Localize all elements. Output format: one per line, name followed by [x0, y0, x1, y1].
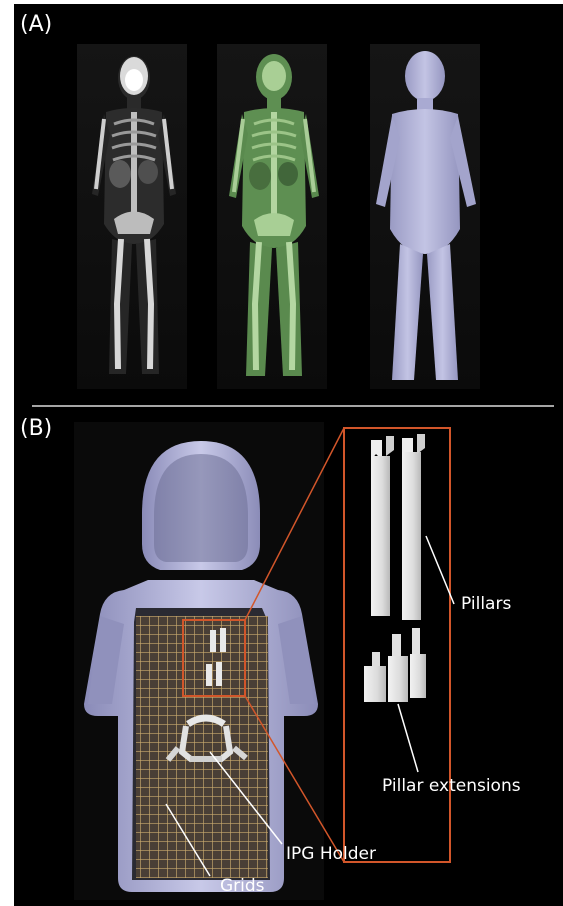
- panel-a-label: (A): [20, 12, 52, 37]
- segmentation-image: [217, 44, 327, 389]
- pillars-inset: [344, 428, 450, 862]
- figure-panel: (A) (B) Pillars Pillar extensions IPG Ho…: [14, 4, 563, 906]
- grids-label: Grids: [220, 876, 265, 896]
- panel-b-label: (B): [20, 416, 52, 441]
- figure-artwork: [14, 4, 563, 906]
- pillar-extensions-label: Pillar extensions: [382, 776, 521, 796]
- phantom-model: [74, 422, 324, 900]
- ct-scan-image: [77, 44, 187, 389]
- pillars-label: Pillars: [461, 594, 511, 614]
- grid-mesh: [136, 616, 268, 878]
- body-mesh-image: [370, 44, 480, 389]
- ipg-holder-label: IPG Holder: [286, 844, 376, 864]
